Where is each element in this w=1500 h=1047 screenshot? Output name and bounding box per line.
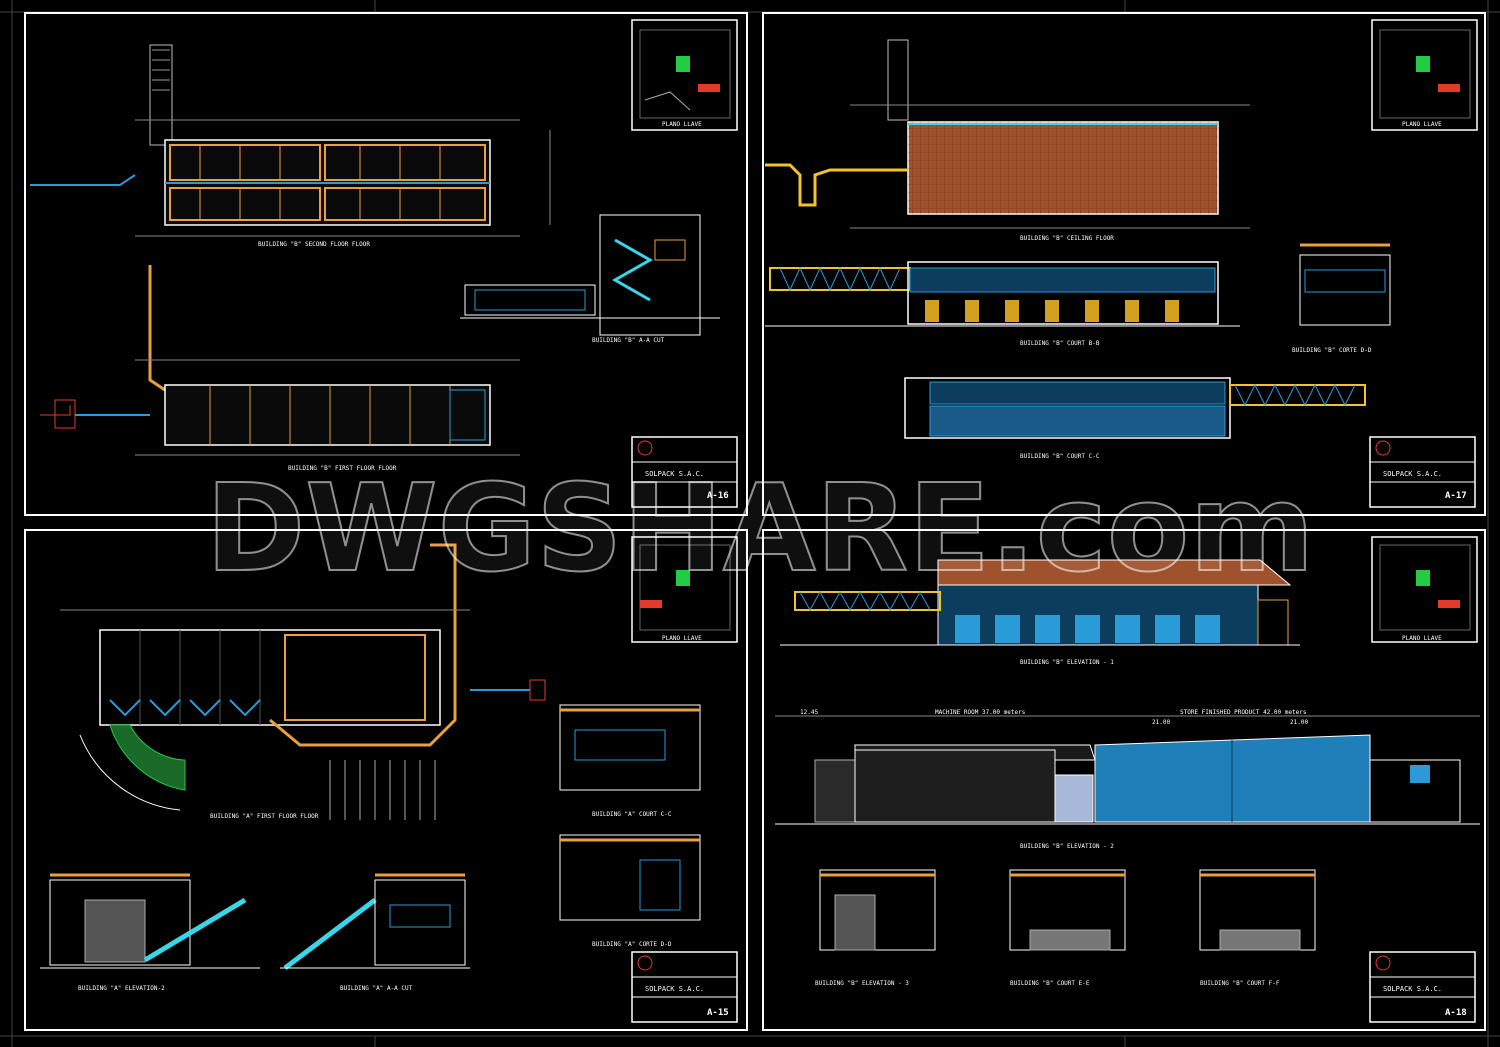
sheet-a15: PLANO LLAVE BUILDING "A" FIRST FLOOR FLO…	[24, 529, 748, 1031]
sheet-frame	[762, 12, 1486, 516]
drawing-label: BUILDING "A" CORTE D-D	[592, 941, 672, 948]
drawing-label: BUILDING "A" A-A CUT	[340, 985, 413, 992]
drawing-label: BUILDING "B" SECOND FLOOR FLOOR	[258, 241, 370, 248]
logo-icon	[637, 955, 653, 971]
logo-icon	[637, 440, 653, 456]
drawing-label: BUILDING "B" COURT C-C	[1020, 453, 1100, 460]
drawing-label: BUILDING "B" CORTE D-D	[1292, 347, 1372, 354]
drawing-label: BUILDING "B" ELEVATION - 2	[1020, 843, 1114, 850]
section-aa: BUILDING "B" A-A CUT	[460, 214, 720, 344]
company-name: SOLPACK S.A.C.	[645, 470, 704, 478]
building-b-elevation-2: 12.45 MACHINE ROOM 37.00 meters STORE FI…	[775, 709, 1480, 850]
dimension-d1: 12.45	[800, 709, 818, 716]
building-b-elevation-3: BUILDING "B" ELEVATION - 3	[815, 869, 936, 987]
building-b-elevation-1: BUILDING "B" ELEVATION - 1	[780, 559, 1300, 666]
building-a-elevation-2: BUILDING "A" ELEVATION-2	[40, 873, 260, 992]
corte-dd: BUILDING "B" CORTE D-D	[1292, 243, 1391, 354]
key-plan: PLANO LLAVE	[1371, 536, 1478, 643]
key-plan-label: PLANO LLAVE	[662, 635, 702, 642]
title-block: SOLPACK S.A.C. A-17	[1369, 436, 1476, 508]
ceiling-plan: BUILDING "B" CEILING FLOOR	[765, 39, 1250, 242]
sheet-number: A-15	[707, 1008, 729, 1018]
key-plan-label: PLANO LLAVE	[1402, 121, 1442, 128]
sheet-frame	[24, 529, 748, 1031]
key-plan: PLANO LLAVE	[631, 19, 738, 131]
dimension-d2: 21.00	[1152, 719, 1170, 726]
dimension-machine-room: MACHINE ROOM 37.00 meters	[935, 709, 1026, 716]
key-plan: PLANO LLAVE	[1371, 19, 1478, 131]
drawing-label: BUILDING "B" COURT B-B	[1020, 340, 1100, 347]
drawing-label: BUILDING "A" COURT C-C	[592, 811, 672, 818]
building-b-court-ee: BUILDING "B" COURT E-E	[1009, 869, 1126, 987]
watermark: DWGSHARE.com	[206, 460, 1315, 599]
drawing-label: BUILDING "B" A-A CUT	[592, 337, 665, 344]
drawing-label: BUILDING "B" ELEVATION - 3	[815, 980, 909, 987]
sheet-number: A-16	[707, 491, 729, 501]
building-a-corte-dd: BUILDING "A" CORTE D-D	[559, 834, 701, 948]
sheet-a16: PLANO LLAVE BUILDING "B" SECOND FLOOR FL…	[24, 12, 748, 516]
logo-icon	[1375, 955, 1391, 971]
key-plan: PLANO LLAVE	[631, 536, 738, 643]
title-block: SOLPACK S.A.C. A-18	[1369, 951, 1476, 1023]
drawing-label: BUILDING "A" ELEVATION-2	[78, 985, 165, 992]
sheet-a18: PLANO LLAVE BUILDING "B" ELEVATION - 1 1…	[762, 529, 1486, 1031]
sheet-frame	[24, 12, 748, 516]
drawing-label: BUILDING "B" ELEVATION - 1	[1020, 659, 1114, 666]
drawing-label: BUILDING "B" FIRST FLOOR FLOOR	[288, 465, 397, 472]
company-name: SOLPACK S.A.C.	[1383, 985, 1442, 993]
second-floor-plan: BUILDING "B" SECOND FLOOR FLOOR	[30, 44, 551, 248]
dimension-d3: 21.00	[1290, 719, 1308, 726]
drawing-label: BUILDING "A" FIRST FLOOR FLOOR	[210, 813, 319, 820]
company-name: SOLPACK S.A.C.	[645, 985, 704, 993]
title-block: SOLPACK S.A.C. A-15	[631, 951, 738, 1023]
court-cc: BUILDING "B" COURT C-C	[904, 377, 1366, 460]
building-a-aa-cut: BUILDING "A" A-A CUT	[280, 873, 470, 992]
title-block: SOLPACK S.A.C. A-16	[631, 436, 738, 508]
logo-icon	[1375, 440, 1391, 456]
drawing-label: BUILDING "B" COURT E-E	[1010, 980, 1090, 987]
dimension-store: STORE FINISHED PRODUCT 42.00 meters	[1180, 709, 1307, 716]
first-floor-plan: BUILDING "B" FIRST FLOOR FLOOR	[40, 265, 520, 472]
key-plan-label: PLANO LLAVE	[662, 121, 702, 128]
sheet-number: A-17	[1445, 491, 1467, 501]
building-b-court-ff: BUILDING "B" COURT F-F	[1199, 869, 1316, 987]
drawing-label: BUILDING "B" COURT F-F	[1200, 980, 1280, 987]
building-a-first-floor: BUILDING "A" FIRST FLOOR FLOOR	[60, 543, 546, 820]
court-bb: BUILDING "B" COURT B-B	[765, 261, 1240, 347]
sheet-number: A-18	[1445, 1008, 1467, 1018]
drawing-label: BUILDING "B" CEILING FLOOR	[1020, 235, 1114, 242]
company-name: SOLPACK S.A.C.	[1383, 470, 1442, 478]
key-plan-label: PLANO LLAVE	[1402, 635, 1442, 642]
building-a-court-cc: BUILDING "A" COURT C-C	[559, 704, 701, 818]
sheet-frame	[762, 529, 1486, 1031]
sheet-a17: PLANO LLAVE BUILDING "B" CEILING FLOOR	[762, 12, 1486, 516]
